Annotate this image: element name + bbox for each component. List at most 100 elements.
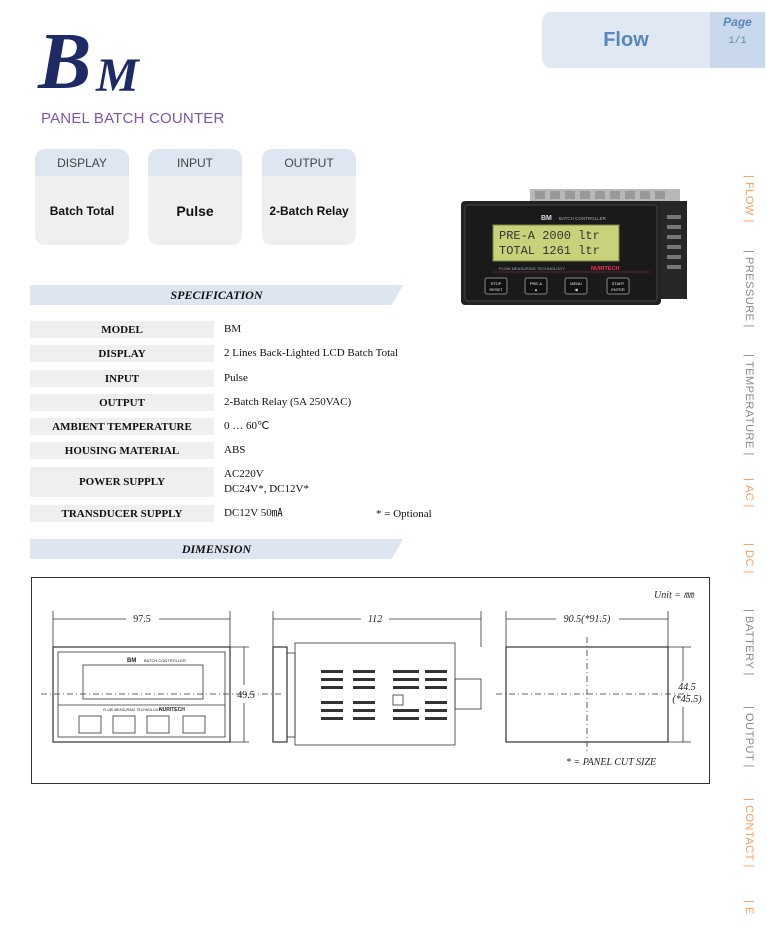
front-width-label: 97.5 [133, 614, 151, 625]
nav-label: | [743, 900, 755, 907]
spec-row-model: MODEL BM [30, 321, 530, 338]
spec-key: OUTPUT [30, 394, 214, 411]
cut-height-label: 44.5 [678, 682, 696, 693]
nav-label: PRESSURE [743, 256, 755, 322]
card-value: Pulse [176, 202, 214, 219]
panel-cut-note: * = PANEL CUT SIZE [566, 757, 656, 768]
device-caption: BATCH CONTROLLER [559, 216, 607, 221]
brand-letter-b: B [38, 18, 92, 106]
dimension-drawing-box [31, 577, 710, 784]
spec-key: MODEL [30, 321, 214, 338]
svg-text:◀: ◀ [574, 287, 578, 292]
cut-height-optional-label: (*45.5) [672, 694, 702, 705]
nav-label: | [743, 706, 755, 713]
card-value: 2-Batch Relay [269, 203, 349, 218]
nav-divider: | [743, 761, 755, 769]
card-label: INPUT [148, 149, 242, 176]
page-label: Page [723, 15, 752, 29]
nav-divider: | [743, 860, 755, 868]
spec-row-power-supply: POWER SUPPLY AC220V DC24V*, DC12V* [30, 467, 530, 497]
nav-label: | [743, 478, 755, 485]
feature-card-input: INPUT Pulse [148, 149, 242, 245]
device-photo: BM BATCH CONTROLLER PRE-A 2000 ltr TOTAL… [461, 189, 687, 305]
nav-e[interactable]: | E [736, 900, 762, 930]
specification-header: SPECIFICATION [30, 285, 403, 305]
nav-divider: | [743, 448, 755, 456]
device-tagline: FLOW MEASURING TECHNOLOGY [499, 266, 565, 271]
nav-ac[interactable]: | AC | [736, 478, 762, 518]
nav-battery[interactable]: | BATTERY | [736, 609, 762, 685]
dimension-header: DIMENSION [30, 539, 403, 559]
spec-key: AMBIENT TEMPERATURE [30, 418, 214, 435]
unit-label: Unit = ㎜ [654, 590, 694, 601]
spec-row-output: OUTPUT 2-Batch Relay (5A 250VAC) [30, 394, 530, 411]
svg-text:RESET: RESET [489, 287, 503, 292]
section-title: Flow [603, 28, 649, 51]
drawing-maker: NURITECH [159, 707, 185, 713]
lcd-line-1: PRE-A 2000 ltr [499, 229, 600, 243]
feature-card-output: OUTPUT 2-Batch Relay [262, 149, 356, 245]
spec-key: DISPLAY [30, 345, 214, 362]
nav-label: | [743, 798, 755, 805]
spec-row-display: DISPLAY 2 Lines Back-Lighted LCD Batch T… [30, 345, 530, 362]
drawing-tagline: FLOW MEASURING TECHNOLOGY [103, 708, 161, 712]
spec-key: POWER SUPPLY [30, 467, 214, 497]
nav-dc[interactable]: | DC | [736, 543, 762, 583]
nav-label: CONTACT [743, 804, 755, 861]
page-indicator [710, 12, 765, 68]
nav-label: FLOW [743, 181, 755, 216]
nav-temperature[interactable]: | TEMPERATURE | [736, 354, 762, 458]
nav-label: | [743, 175, 755, 182]
svg-text:PRE-A: PRE-A [530, 281, 543, 286]
nav-label: OUTPUT [743, 712, 755, 762]
nav-label: | [743, 250, 755, 257]
lcd-line-2: TOTAL 1261 ltr [499, 244, 600, 258]
nav-flow[interactable]: | FLOW | [736, 175, 762, 225]
spec-key: HOUSING MATERIAL [30, 442, 214, 459]
spec-row-ambient-temperature: AMBIENT TEMPERATURE 0 … 60℃ [30, 418, 530, 435]
front-height-label: 49.5 [237, 690, 255, 701]
spec-value: 0 … 60℃ [224, 420, 270, 433]
spec-row-transducer-supply: TRANSDUCER SUPPLY DC12V 50㎃ [30, 505, 530, 522]
drawing-model: BM [127, 658, 136, 664]
feature-card-display: DISPLAY Batch Total [35, 149, 129, 245]
spec-value: ABS [224, 444, 246, 457]
spec-key: TRANSDUCER SUPPLY [30, 505, 214, 522]
nav-divider: | [743, 566, 755, 574]
nav-label: BATTERY [743, 615, 755, 670]
nav-contact[interactable]: | CONTACT | [736, 798, 762, 878]
optional-note: * = Optional [376, 508, 432, 520]
device-maker: NURITECH [591, 266, 619, 272]
product-subtitle: PANEL BATCH COUNTER [41, 110, 225, 127]
nav-label: | [743, 609, 755, 616]
device-model-label: BM [541, 215, 552, 222]
svg-text:MENU: MENU [570, 281, 582, 286]
card-label: OUTPUT [262, 149, 356, 176]
nav-output[interactable]: | OUTPUT | [736, 706, 762, 776]
nav-label: | [743, 543, 755, 550]
nav-label: | [743, 354, 755, 361]
spec-value: BM [224, 323, 242, 336]
drawing-caption: BATCH CONTROLLER [144, 658, 186, 663]
svg-text:ENTER: ENTER [611, 287, 625, 292]
nav-divider: | [743, 321, 755, 329]
spec-value: DC12V 50㎃ [224, 507, 283, 520]
svg-text:STOP: STOP [491, 281, 502, 286]
nav-divider: | [743, 669, 755, 677]
spec-row-input: INPUT Pulse [30, 370, 530, 387]
card-value: Batch Total [49, 203, 115, 218]
nav-pressure[interactable]: | PRESSURE | [736, 250, 762, 330]
spec-value: AC220V DC24V*, DC12V* [224, 468, 309, 495]
depth-label: 112 [368, 614, 382, 625]
svg-text:▲: ▲ [534, 287, 538, 292]
nav-divider: | [743, 215, 755, 223]
nav-label: E [743, 906, 755, 915]
brand-letter-m: M [96, 49, 139, 102]
nav-divider: | [743, 501, 755, 509]
nav-label: DC [743, 549, 755, 567]
spec-value: 2 Lines Back-Lighted LCD Batch Total [224, 347, 399, 360]
cut-width-label: 90.5(*91.5) [564, 614, 611, 625]
nav-label: TEMPERATURE [743, 360, 755, 449]
spec-value: Pulse [224, 372, 248, 385]
card-label: DISPLAY [35, 149, 129, 176]
